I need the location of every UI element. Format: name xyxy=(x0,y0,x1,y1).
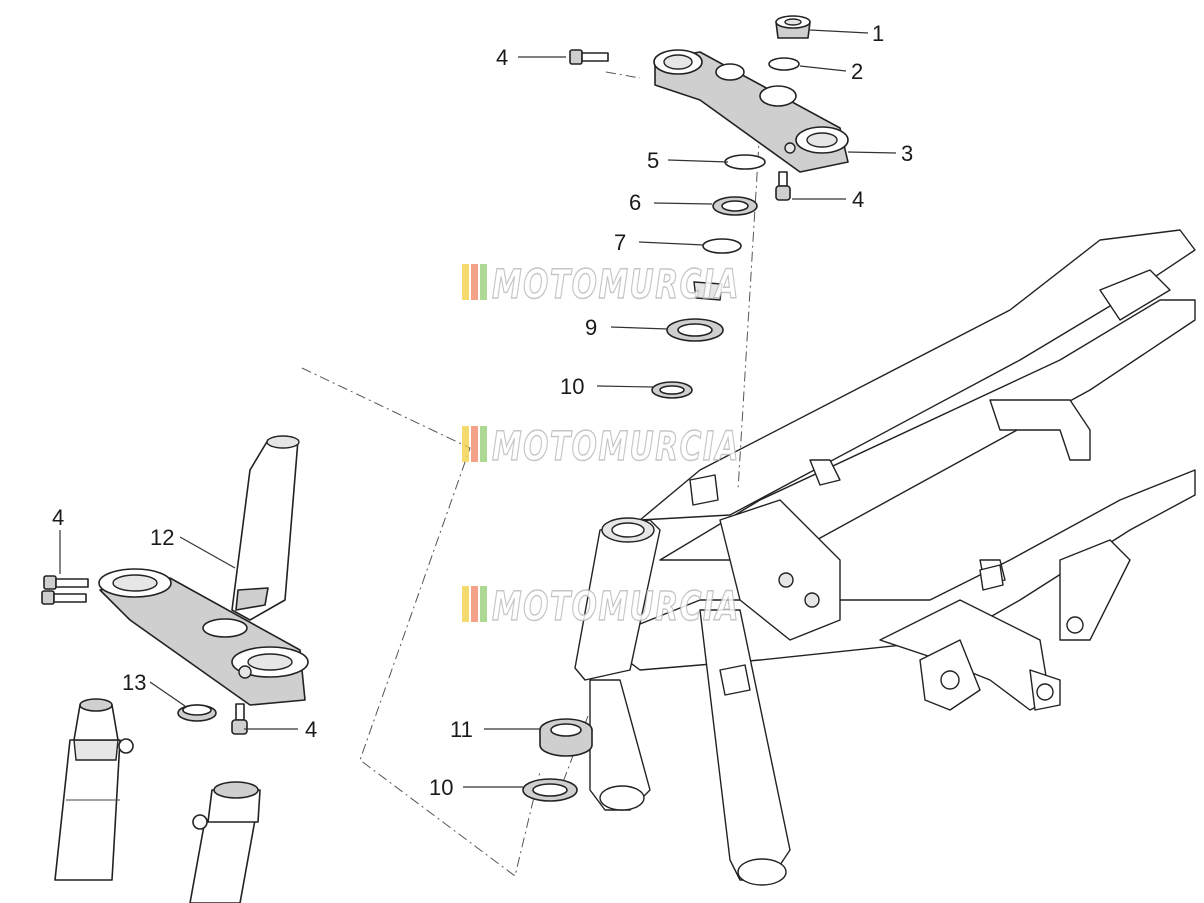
lock-washer xyxy=(724,154,766,170)
callout-11: 11 xyxy=(450,717,473,742)
top-triple-clamp xyxy=(653,49,849,173)
clamp-bolts-left xyxy=(41,575,89,605)
callout-10-upper: 10 xyxy=(560,374,584,399)
rubber-plug xyxy=(177,704,217,722)
clamp-bolt-lower xyxy=(231,703,248,735)
clamp-bolt-top xyxy=(569,49,609,65)
watermark-stripe xyxy=(480,426,487,462)
watermark-stripe xyxy=(462,426,469,462)
upper-bearing xyxy=(666,318,724,342)
steering-nut-cap xyxy=(775,15,811,39)
seal-ring xyxy=(702,238,742,254)
watermark-text: MOTOMURCIA xyxy=(492,262,740,308)
bearing-race-lower xyxy=(522,778,578,802)
callout-9: 9 xyxy=(585,315,597,340)
callout-6: 6 xyxy=(629,190,641,215)
washer xyxy=(768,57,800,71)
motorcycle-frame xyxy=(574,229,1196,886)
leader-lines xyxy=(59,29,897,788)
callout-4-top: 4 xyxy=(496,45,508,70)
assembly-outline xyxy=(301,367,541,877)
callout-7: 7 xyxy=(614,230,626,255)
watermark-stripe xyxy=(480,586,487,622)
lower-triple-clamp-with-stem xyxy=(98,435,309,706)
callout-10-lower: 10 xyxy=(429,775,453,800)
bearing-race-upper xyxy=(651,381,693,399)
lower-bearing xyxy=(539,718,593,757)
callout-labels: 1 2 3 4 4 4 4 5 6 7 9 10 10 11 12 13 xyxy=(52,21,913,800)
watermark-middle: MOTOMURCIA xyxy=(462,423,740,471)
ring-nut xyxy=(712,196,758,216)
callout-13: 13 xyxy=(122,670,146,695)
callout-4-right: 4 xyxy=(852,187,864,212)
callout-1: 1 xyxy=(872,21,884,46)
watermark-stripe xyxy=(471,264,478,300)
clamp-bolt-side xyxy=(775,171,791,201)
watermark-top: MOTOMURCIA xyxy=(462,261,740,309)
callout-12: 12 xyxy=(150,525,174,550)
fork-leg-left xyxy=(54,698,134,881)
fork-leg-right xyxy=(189,781,261,903)
callout-4-bottom: 4 xyxy=(305,717,317,742)
watermark-stripe xyxy=(471,586,478,622)
callout-5: 5 xyxy=(647,148,659,173)
watermark-bottom: MOTOMURCIA xyxy=(462,583,740,631)
callout-4-left: 4 xyxy=(52,505,64,530)
watermark-stripe xyxy=(471,426,478,462)
callout-2: 2 xyxy=(851,59,863,84)
watermark-text: MOTOMURCIA xyxy=(492,424,740,470)
watermark-stripe xyxy=(462,264,469,300)
watermark-stripe xyxy=(462,586,469,622)
watermark-text: MOTOMURCIA xyxy=(492,584,740,630)
watermark-stripe xyxy=(480,264,487,300)
dust-cover xyxy=(693,281,723,301)
callout-3: 3 xyxy=(901,141,913,166)
